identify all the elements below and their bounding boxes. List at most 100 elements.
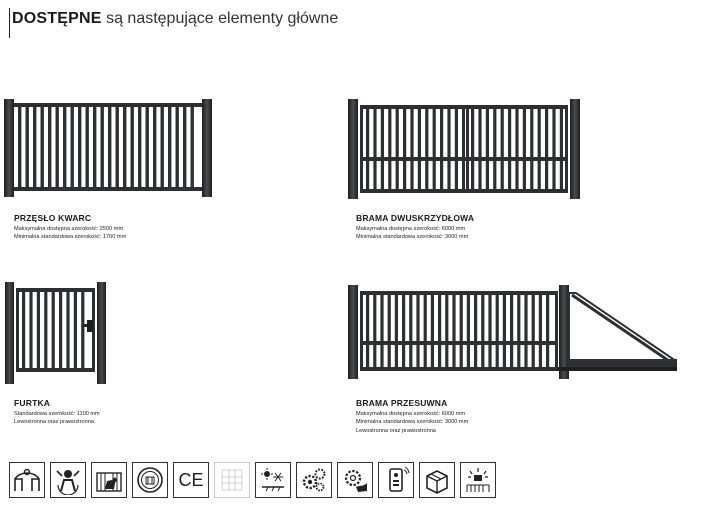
wicket-gate-drawing	[5, 282, 106, 384]
slat	[478, 105, 482, 193]
product-spec: Maksymalna dostępna szerokość: 6000 mm	[356, 411, 466, 417]
sliding-gate-drawing	[348, 285, 677, 379]
slat	[445, 291, 449, 371]
product-spec: Minimalna standardowa szerokość: 1760 mm	[14, 234, 127, 241]
page-title: DOSTĘPNE są następujące elementy główne	[9, 8, 338, 38]
package-icon	[419, 462, 455, 498]
slat	[508, 105, 512, 193]
slat	[145, 103, 149, 191]
product-image-brama-dwuskrzydlowa	[346, 97, 584, 201]
slat	[380, 291, 384, 371]
slat	[432, 105, 436, 193]
slat	[438, 291, 442, 371]
slat	[517, 291, 521, 371]
double-gate-drawing	[348, 99, 580, 199]
slat	[380, 105, 384, 193]
slat	[51, 288, 55, 372]
slat	[502, 291, 506, 371]
slat	[25, 103, 29, 191]
fence-panel-drawing	[4, 99, 212, 197]
slat	[425, 105, 429, 193]
ce-mark-icon: CE	[173, 462, 209, 498]
slat	[387, 291, 391, 371]
slat	[466, 291, 470, 371]
slat	[44, 288, 48, 372]
slat	[130, 103, 134, 191]
pattern-faded-icon	[214, 462, 250, 498]
slat	[515, 105, 519, 193]
slat	[493, 105, 497, 193]
slat	[452, 291, 456, 371]
slat	[29, 288, 33, 372]
weather-resistance-icon	[255, 462, 291, 498]
slat	[153, 103, 157, 191]
product-spec: Lewostronna oraz prawostronna	[14, 419, 94, 426]
slat	[423, 291, 427, 371]
gears-icon	[296, 462, 332, 498]
slat	[70, 103, 74, 191]
slat	[559, 105, 563, 193]
product-name: FURTKA	[14, 398, 51, 408]
ce-mark-label: CE	[178, 469, 204, 490]
slat	[78, 103, 82, 191]
slat	[18, 103, 22, 191]
slat	[459, 291, 463, 371]
slat	[366, 105, 370, 193]
product-image-przeslo	[2, 97, 218, 199]
caption-brama-przesuwna: BRAMA PRZESUWNA Maksymalna dostępna szer…	[356, 398, 468, 435]
slat	[531, 291, 535, 371]
slat	[485, 105, 489, 193]
slat	[403, 105, 407, 193]
slat	[115, 103, 119, 191]
slat	[440, 105, 444, 193]
slat	[66, 288, 70, 372]
slat	[409, 291, 413, 371]
product-spec: Maksymalna dostępna szerokość: 2500 mm	[14, 226, 124, 232]
product-name: BRAMA PRZESUWNA	[356, 398, 448, 408]
product-image-furtka	[3, 280, 111, 386]
slat	[552, 105, 556, 193]
installation-icon	[9, 462, 45, 498]
slat	[471, 105, 475, 193]
product-spec: Minimalna standardowa szerokość: 3000 mm	[356, 234, 469, 241]
slat	[73, 288, 77, 372]
slat	[123, 103, 127, 191]
slat	[510, 291, 514, 371]
slat	[48, 103, 52, 191]
caption-przeslo: PRZĘSŁO KWARC Maksymalna dostępna szerok…	[14, 213, 126, 242]
caption-brama-dwuskrzydlowa: BRAMA DWUSKRZYDŁOWA Maksymalna dostępna …	[356, 213, 474, 242]
slat	[175, 103, 179, 191]
slat	[522, 105, 526, 193]
slat	[430, 291, 434, 371]
slat	[33, 103, 37, 191]
slat	[417, 105, 421, 193]
gate-dog-icon	[91, 462, 127, 498]
slat	[190, 103, 194, 191]
slat	[402, 291, 406, 371]
slat	[530, 105, 534, 193]
slat	[488, 291, 492, 371]
slat	[388, 105, 392, 193]
slat	[36, 288, 40, 372]
slat	[474, 291, 478, 371]
slat	[22, 288, 26, 372]
slat	[168, 103, 172, 191]
page-title-rest: są następujące elementy główne	[101, 10, 339, 27]
slat	[495, 291, 499, 371]
slat	[138, 103, 142, 191]
slat	[85, 103, 89, 191]
slat	[183, 103, 187, 191]
feature-icons-row: CE	[9, 462, 496, 499]
slat	[524, 291, 528, 371]
slat	[454, 105, 458, 193]
product-name: PRZĘSŁO KWARC	[14, 213, 92, 223]
caption-furtka: FURTKA Standardowa szerokość: 1100 mm Le…	[14, 398, 100, 427]
slat	[410, 105, 414, 193]
slat	[160, 103, 164, 191]
slat	[366, 291, 370, 371]
certificate-seal-icon	[132, 462, 168, 498]
slat	[100, 103, 104, 191]
slat	[59, 288, 63, 372]
slat	[108, 103, 112, 191]
slat	[93, 103, 97, 191]
